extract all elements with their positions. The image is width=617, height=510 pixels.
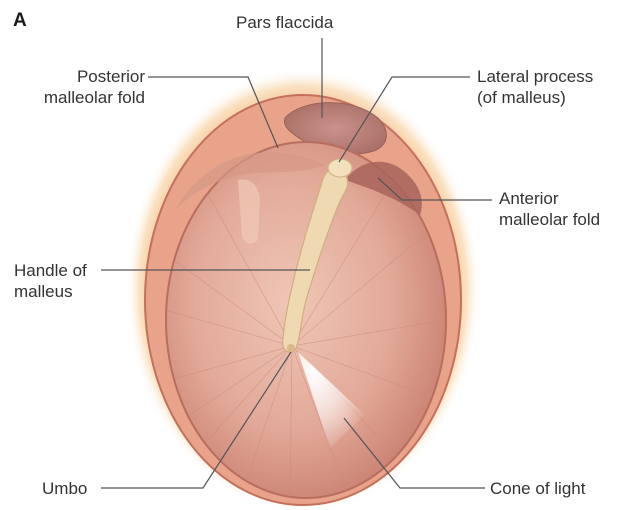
- lateral-process: [328, 159, 352, 177]
- umbo-point: [287, 344, 295, 352]
- label-pars-flaccida: Pars flaccida: [236, 12, 333, 33]
- label-umbo: Umbo: [42, 478, 87, 499]
- label-posterior-line2: malleolar fold: [28, 87, 145, 108]
- label-cone-of-light: Cone of light: [490, 478, 585, 499]
- label-cone-text: Cone of light: [490, 478, 585, 499]
- label-handle-of-malleus: Handle of malleus: [14, 260, 87, 302]
- label-lateral-line2: (of malleus): [477, 87, 593, 108]
- label-handle-line2: malleus: [14, 281, 87, 302]
- label-umbo-text: Umbo: [42, 478, 87, 499]
- label-pars-flaccida-text: Pars flaccida: [236, 12, 333, 33]
- label-posterior-malleolar-fold: Posterior malleolar fold: [28, 66, 145, 108]
- label-anterior-malleolar-fold: Anterior malleolar fold: [499, 188, 600, 230]
- label-handle-line1: Handle of: [14, 260, 87, 281]
- label-lateral-process: Lateral process (of malleus): [477, 66, 593, 108]
- label-anterior-line2: malleolar fold: [499, 209, 600, 230]
- label-anterior-line1: Anterior: [499, 188, 600, 209]
- label-posterior-line1: Posterior: [28, 66, 145, 87]
- panel-letter: A: [13, 10, 27, 32]
- label-lateral-line1: Lateral process: [477, 66, 593, 87]
